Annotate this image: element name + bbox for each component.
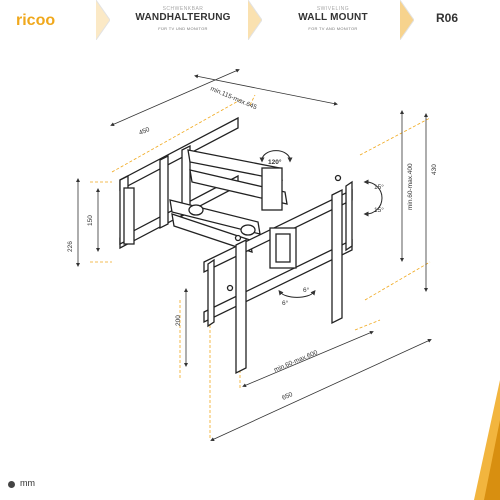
swivel-indicator: 120°	[259, 150, 293, 166]
rotation-left-label: 6°	[282, 299, 289, 307]
mount-technical-drawing: 120° 15° 15° 6° 6° min.115-ma	[67, 68, 438, 441]
dim-wall-plate-height-inner: 150	[87, 215, 94, 226]
dim-horizontal-vesa: min.60-max.600	[273, 349, 319, 374]
header-band: ricoo SCHWENKBAR WANDHALTERUNG FÜR TV UN…	[0, 0, 500, 40]
dim-vertical-vesa: min.60-max.400	[407, 163, 414, 210]
articulating-arms	[169, 149, 288, 253]
unit-bullet	[8, 481, 15, 488]
header-sub-english: FOR TV AND MONITOR	[308, 26, 358, 31]
logo-mark: ricoo	[16, 12, 55, 29]
dim-arm-extension: min.115-max.645	[209, 85, 258, 111]
header-small-german: SCHWENKBAR	[162, 6, 204, 12]
dimension-lines	[76, 68, 432, 441]
header-chevron-2	[248, 0, 262, 40]
header-cell-english: SWIVELING WALL MOUNT FOR TV AND MONITOR	[258, 0, 408, 40]
header-sub-german: FÜR TV UND MONITOR	[158, 26, 208, 31]
header-chevron-1	[96, 0, 110, 40]
unit-label: mm	[20, 478, 35, 488]
header-chevron-3	[400, 0, 414, 40]
corner-accent	[474, 380, 500, 500]
header-small-english: SWIVELING	[316, 6, 350, 12]
header-cell-german: SCHWENKBAR WANDHALTERUNG FÜR TV UND MONI…	[108, 0, 258, 40]
brand-logo: ricoo	[16, 10, 88, 30]
model-number: R06	[435, 11, 458, 25]
dim-wall-plate-width: 450	[138, 126, 151, 137]
guide-lines	[90, 94, 431, 440]
tilt-up-label: 15°	[374, 183, 384, 191]
rotation-indicator: 6° 6°	[278, 286, 316, 307]
tilt-indicator: 15° 15°	[363, 179, 384, 217]
logo-text: ricoo	[16, 12, 55, 29]
swivel-angle-label: 120°	[268, 158, 282, 166]
header-title-german: WANDHALTERUNG	[135, 12, 231, 23]
header-title-english: WALL MOUNT	[298, 12, 368, 23]
dim-overall-width: 650	[281, 391, 294, 402]
dim-overall-height: 430	[431, 164, 438, 175]
dim-bracket-height: 200	[175, 315, 182, 326]
tilt-down-label: 15°	[374, 206, 384, 214]
rotation-right-label: 6°	[303, 286, 310, 294]
dim-wall-plate-height-outer: 226	[67, 241, 74, 252]
